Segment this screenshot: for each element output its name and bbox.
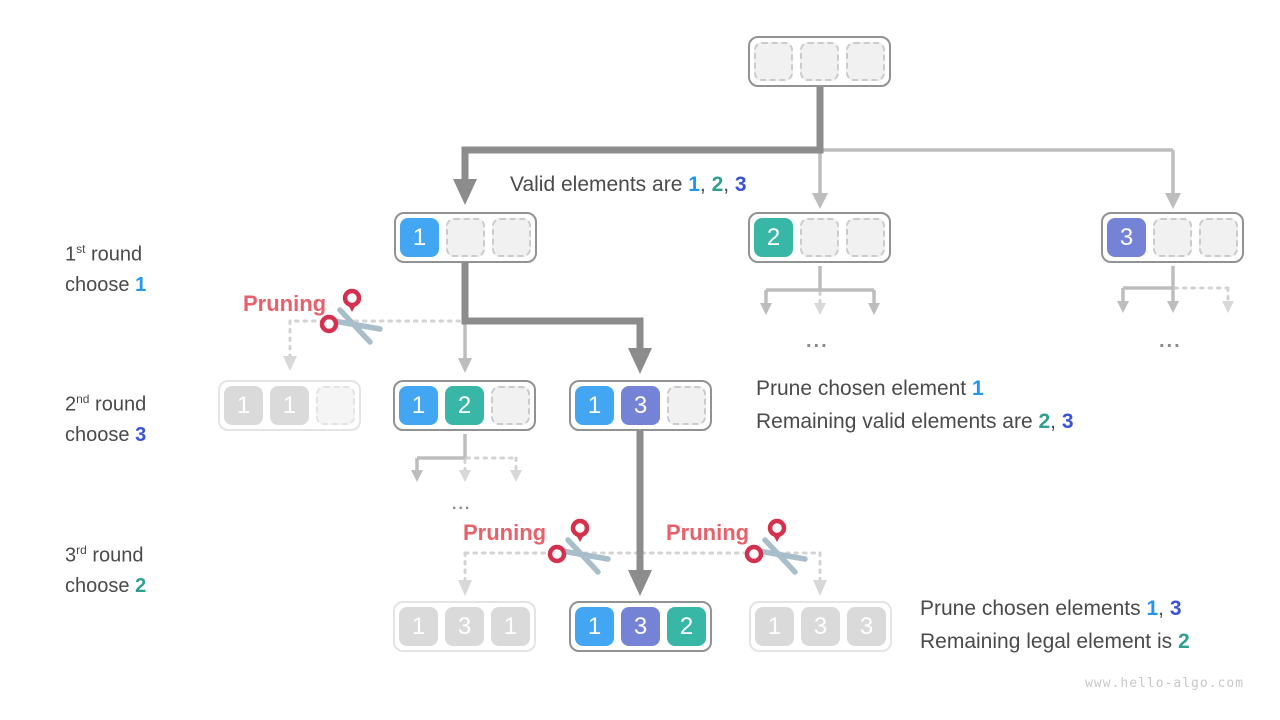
empty-cell xyxy=(491,386,530,425)
arrowhead-sub-node12-left xyxy=(411,470,423,482)
round-1-label: 1st round choose 1 xyxy=(65,234,146,300)
round-3-label: 3rd round choose 2 xyxy=(65,535,146,601)
node-1: 1 xyxy=(394,212,537,263)
prune-note-1-line2: Remaining valid elements are 2, 3 xyxy=(756,410,1074,433)
cell-value: 1 xyxy=(755,607,794,646)
empty-cell xyxy=(800,218,839,257)
cell-value: 2 xyxy=(445,386,484,425)
cell-value: 3 xyxy=(621,386,660,425)
empty-cell xyxy=(846,218,885,257)
watermark: www.hello-algo.com xyxy=(1085,676,1244,691)
round-2-label: 2nd round choose 3 xyxy=(65,384,146,450)
pruning-label-1: Pruning xyxy=(243,291,327,316)
arrowhead-sub-node2-right xyxy=(868,303,880,315)
path-1-to-1-3 xyxy=(461,261,644,350)
round-1-line2: choose 1 xyxy=(65,273,147,296)
arrowhead-sub-node3-right xyxy=(1222,301,1234,313)
arrowhead-to-1-3-3 xyxy=(813,580,827,596)
node-3: 3 xyxy=(1101,212,1244,263)
node-1-2: 1 2 xyxy=(393,380,536,431)
empty-cell xyxy=(754,42,793,81)
arrowhead-to-2 xyxy=(812,193,828,209)
cell-value: 2 xyxy=(667,607,706,646)
empty-cell xyxy=(667,386,706,425)
cell-value: 1 xyxy=(575,386,614,425)
arrowhead-to-1-2 xyxy=(458,358,472,373)
pruned-line-to-1-3-3 xyxy=(640,551,822,582)
node-root xyxy=(748,36,891,87)
substem-node3 xyxy=(1121,266,1175,301)
dotted-arrowheads xyxy=(283,301,1234,596)
empty-cell xyxy=(800,42,839,81)
scissors-icon xyxy=(550,521,608,572)
arrowhead-sub-node2-left xyxy=(760,303,772,315)
node-1-3: 1 3 xyxy=(569,380,712,431)
ellipsis-under-node-3: ... xyxy=(1159,330,1182,352)
cell-value: 1 xyxy=(575,607,614,646)
arrowhead-sub-node12-right xyxy=(510,470,522,482)
empty-cell xyxy=(316,386,355,425)
line-root-to-3 xyxy=(822,148,1175,195)
arrowhead-to-3 xyxy=(1165,193,1181,209)
prune-note-2: Prune chosen elements 1, 3 Remaining leg… xyxy=(920,592,1190,658)
cell-value: 3 xyxy=(445,607,484,646)
main-path-lines xyxy=(461,85,824,570)
empty-cell xyxy=(846,42,885,81)
cell-value: 3 xyxy=(801,607,840,646)
empty-cell xyxy=(446,218,485,257)
arrowhead-sub-node2-mid xyxy=(814,303,826,315)
prune-note-1-line1: Prune chosen element 1 xyxy=(756,377,984,400)
substem-node2 xyxy=(764,266,876,303)
round-1-line1: 1st round xyxy=(65,242,143,266)
light-branch-lines xyxy=(415,148,1175,470)
valid-elements-caption: Valid elements are 1, 2, 3 xyxy=(510,173,747,196)
node-1-3-1-pruned: 1 3 1 xyxy=(393,601,536,652)
scissors-icon xyxy=(322,291,380,342)
arrowhead-to-1-1 xyxy=(283,356,297,371)
empty-cell xyxy=(492,218,531,257)
pruning-label-2: Pruning xyxy=(463,520,547,545)
node-1-1-pruned: 1 1 xyxy=(218,380,361,431)
empty-cell xyxy=(1199,218,1238,257)
arrowhead-to-1-3-2 xyxy=(628,570,652,596)
light-arrowheads xyxy=(411,193,1181,482)
cell-value: 3 xyxy=(1107,218,1146,257)
cell-value: 3 xyxy=(847,607,886,646)
dotted-substem-node12 xyxy=(463,456,518,472)
scissors-icon xyxy=(747,521,805,572)
cell-value: 2 xyxy=(754,218,793,257)
cell-value: 1 xyxy=(491,607,530,646)
arrowhead-to-1 xyxy=(453,179,477,205)
pruning-label-3: Pruning xyxy=(666,520,750,545)
arrowhead-to-1-3 xyxy=(628,348,652,374)
empty-cell xyxy=(1153,218,1192,257)
round-3-line1: 3rd round xyxy=(65,543,144,567)
prune-note-2-line1: Prune chosen elements 1, 3 xyxy=(920,597,1182,620)
arrowhead-sub-node3-left xyxy=(1117,301,1129,313)
cell-value: 1 xyxy=(399,607,438,646)
node-2: 2 xyxy=(748,212,891,263)
prune-note-2-line2: Remaining legal element is 2 xyxy=(920,630,1190,653)
round-3-line2: choose 2 xyxy=(65,574,147,597)
ellipsis-under-node-1-2: ... xyxy=(452,496,472,513)
cell-value: 3 xyxy=(621,607,660,646)
cell-value: 1 xyxy=(399,386,438,425)
arrowhead-sub-node3-mid xyxy=(1167,301,1179,313)
round-2-line2: choose 3 xyxy=(65,423,147,446)
substem-node12 xyxy=(415,434,467,470)
main-arrowheads xyxy=(453,179,652,596)
dotted-substem-node3 xyxy=(1173,286,1230,303)
node-1-3-2: 1 3 2 xyxy=(569,601,712,652)
ellipsis-under-node-2: ... xyxy=(806,330,829,352)
cell-value: 1 xyxy=(400,218,439,257)
path-root-to-1 xyxy=(461,85,824,181)
cell-value: 1 xyxy=(270,386,309,425)
prune-note-1: Prune chosen element 1 Remaining valid e… xyxy=(756,372,1074,438)
arrowhead-sub-node12-mid xyxy=(459,470,471,482)
cell-value: 1 xyxy=(224,386,263,425)
node-1-3-3-pruned: 1 3 3 xyxy=(749,601,892,652)
arrowhead-to-1-3-1 xyxy=(458,580,472,596)
round-2-line1: 2nd round xyxy=(65,392,147,416)
